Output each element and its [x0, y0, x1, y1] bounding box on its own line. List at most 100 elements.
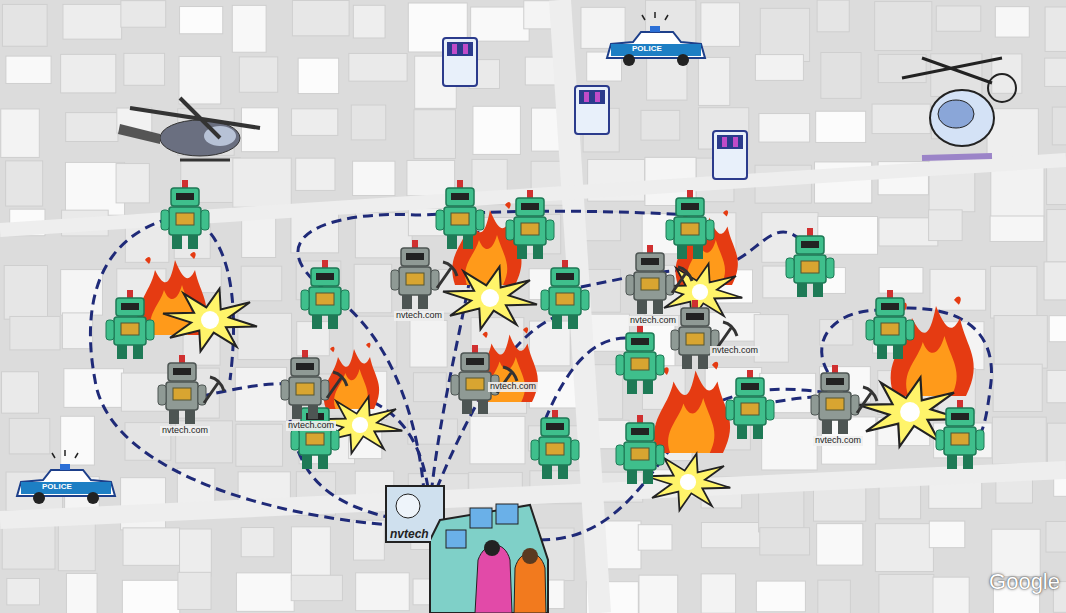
- robot-arm: [766, 400, 774, 420]
- robot-arm: [476, 210, 484, 230]
- building: [995, 7, 1029, 37]
- building: [929, 521, 964, 548]
- robot-leg: [643, 380, 653, 394]
- robot-panel: [406, 273, 424, 285]
- watermark-text: nvtech.com: [394, 311, 444, 321]
- robot-arm: [161, 210, 169, 230]
- building: [990, 216, 1044, 241]
- building: [4, 266, 47, 320]
- antenna: [457, 180, 463, 188]
- spark: [145, 252, 196, 264]
- antenna: [182, 180, 188, 188]
- building: [414, 110, 456, 159]
- robot-body: [309, 287, 341, 315]
- robot-body: [549, 287, 581, 315]
- robot-body: [444, 207, 476, 235]
- robot: [531, 410, 579, 479]
- robot-head: [736, 378, 764, 396]
- siren-rays: [642, 12, 668, 20]
- antenna: [807, 228, 813, 236]
- robot: [161, 180, 209, 249]
- robot-panel: [316, 293, 334, 305]
- robot-leg: [117, 345, 127, 359]
- robot-arm: [451, 375, 459, 395]
- robot-panel: [296, 383, 314, 395]
- robot-leg: [402, 295, 412, 309]
- truck-light: [452, 44, 457, 54]
- building: [232, 5, 266, 52]
- robot-arm: [936, 430, 944, 450]
- helicopter: [902, 58, 1016, 158]
- wheel: [33, 492, 45, 504]
- robot-leg: [542, 465, 552, 479]
- robot-panel: [881, 323, 899, 335]
- robot-arm: [581, 290, 589, 310]
- antenna: [127, 290, 133, 298]
- building: [818, 580, 851, 613]
- robot-arm: [391, 270, 399, 290]
- antenna: [552, 410, 558, 418]
- robot: [786, 228, 834, 297]
- building: [698, 108, 748, 149]
- building: [698, 57, 729, 105]
- building: [759, 114, 810, 142]
- building: [410, 320, 447, 367]
- response-truck: [575, 86, 609, 134]
- building: [1044, 262, 1066, 300]
- robot-head: [541, 418, 569, 436]
- robot-leg: [552, 315, 562, 329]
- building: [817, 0, 849, 32]
- pickaxe: [672, 267, 692, 293]
- robot-body: [794, 255, 826, 283]
- robot: [506, 190, 554, 259]
- police-text: POLICE: [630, 45, 664, 54]
- robot-visor: [451, 193, 469, 200]
- antenna: [322, 260, 328, 268]
- robot-visor: [801, 241, 819, 248]
- truck-body: [575, 86, 609, 134]
- building: [10, 316, 60, 349]
- explosion-star: [443, 267, 537, 330]
- antenna: [887, 290, 893, 298]
- robot: [726, 370, 774, 439]
- robot-visor: [121, 303, 139, 310]
- robot: [866, 290, 914, 359]
- operator-head: [522, 548, 538, 564]
- building: [292, 1, 349, 36]
- robot-arm: [201, 210, 209, 230]
- robot-panel: [641, 278, 659, 290]
- police-car: [17, 450, 115, 504]
- robot: [936, 400, 984, 469]
- building: [124, 53, 165, 85]
- building: [872, 104, 930, 134]
- robot-head: [626, 333, 654, 351]
- robot-leg: [627, 470, 637, 484]
- helicopter: [118, 98, 260, 160]
- heli-rotor: [130, 98, 260, 138]
- antenna: [957, 400, 963, 408]
- heli-rotor: [902, 58, 1002, 83]
- building: [239, 57, 277, 92]
- robot-head: [461, 353, 489, 371]
- robot-visor: [686, 313, 704, 320]
- building: [180, 7, 223, 34]
- building: [2, 372, 39, 413]
- robot-leg: [463, 235, 473, 249]
- robot-leg: [963, 455, 973, 469]
- satellite-dish: [396, 494, 420, 518]
- antenna: [687, 190, 693, 198]
- robot-leg: [517, 245, 527, 259]
- heli-window: [938, 100, 974, 128]
- antenna: [179, 355, 185, 363]
- robot-leg: [558, 465, 568, 479]
- robot-panel: [801, 261, 819, 273]
- building: [353, 316, 397, 367]
- building: [2, 525, 55, 570]
- robot-arm: [811, 395, 819, 415]
- robot-head: [291, 358, 319, 376]
- building: [236, 424, 283, 466]
- building: [296, 158, 335, 190]
- robot: [616, 325, 664, 394]
- robot-leg: [838, 420, 848, 434]
- robot-body: [539, 437, 571, 465]
